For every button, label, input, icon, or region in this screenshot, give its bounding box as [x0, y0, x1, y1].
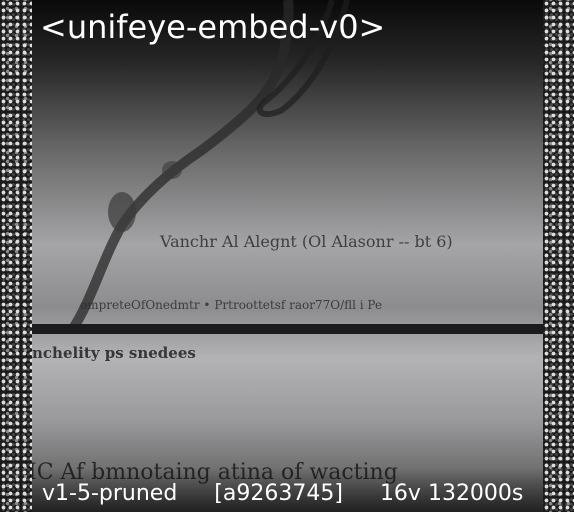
- footer-shade: [32, 468, 543, 512]
- document-section-heading: nchelity ps snedees: [32, 344, 196, 362]
- left-noise-border: [0, 0, 32, 512]
- right-noise-border: [543, 0, 574, 512]
- document-formula-line: ompreteOfOnedmtr • Prtroottetsf raor77O/…: [80, 298, 383, 312]
- model-hash-label: [a9263745]: [214, 481, 343, 506]
- generation-settings-label: 16v 132000s: [379, 481, 524, 506]
- model-name-label: v1-5-pruned: [42, 481, 178, 506]
- overlay-footer: v1-5-pruned [a9263745] 16v 132000s: [42, 480, 523, 508]
- overlay-title: <unifeye-embed-v0>: [40, 8, 386, 46]
- document-heading-line: Vanchr Al Alegnt (Ol Alasonr -- bt 6): [160, 232, 453, 251]
- generated-image: Vanchr Al Alegnt (Ol Alasonr -- bt 6) om…: [32, 0, 543, 512]
- tube-illustration: [67, 0, 350, 333]
- section-divider: [32, 324, 543, 334]
